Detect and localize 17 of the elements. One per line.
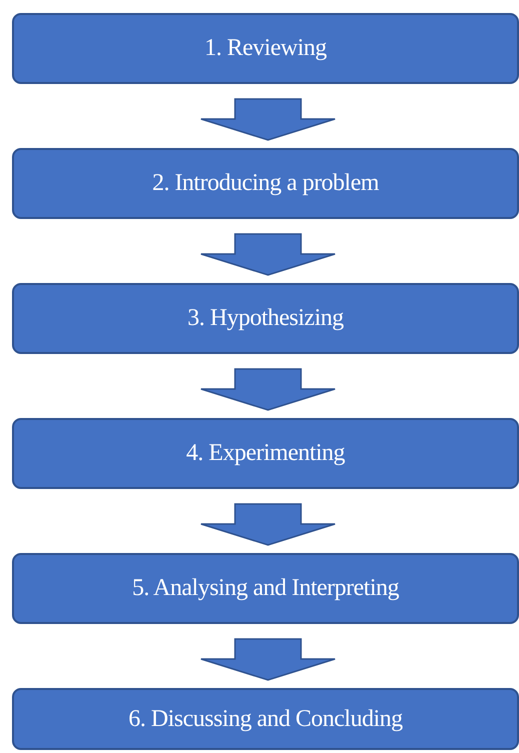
process-box — [12, 148, 519, 219]
process-box — [12, 283, 519, 354]
step-label: 4. Experimenting — [186, 440, 345, 467]
process-box — [12, 13, 519, 84]
step-label: 3. Hypothesizing — [188, 305, 344, 332]
block-arrow — [200, 503, 336, 546]
step-label: 2. Introducing a problem — [152, 170, 379, 197]
block-arrow — [200, 368, 336, 411]
process-box — [12, 688, 519, 750]
block-arrow — [200, 233, 336, 276]
step-label: 5. Analysing and Interpreting — [132, 575, 399, 602]
step-label: 6. Discussing and Concluding — [128, 706, 402, 732]
process-box — [12, 418, 519, 489]
process-box — [12, 553, 519, 624]
step-label: 1. Reviewing — [204, 35, 326, 62]
block-arrow — [200, 98, 336, 141]
block-arrow — [200, 638, 336, 681]
